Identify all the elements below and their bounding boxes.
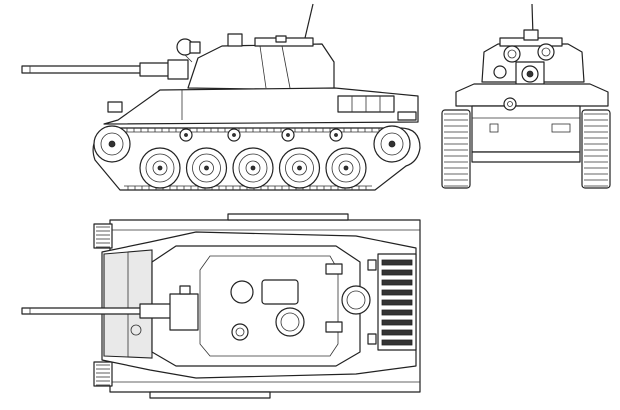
grille-slat xyxy=(381,319,413,326)
side-road-wheels xyxy=(139,147,367,189)
side-view xyxy=(21,3,421,191)
return-roller xyxy=(329,128,343,142)
return-roller xyxy=(281,128,295,142)
top-view xyxy=(21,213,421,399)
grille-slat xyxy=(381,299,413,306)
return-roller xyxy=(179,128,193,142)
side-return-rollers xyxy=(179,128,343,142)
road-wheel xyxy=(325,147,367,189)
grille-slat xyxy=(381,309,413,316)
front-track-right xyxy=(581,109,611,189)
road-wheel xyxy=(185,147,228,189)
top-gun-barrel xyxy=(21,285,199,331)
grille-slat xyxy=(381,329,413,336)
side-hull xyxy=(103,87,419,125)
side-gun-barrel xyxy=(21,59,189,80)
front-hull-upper xyxy=(455,83,609,107)
grille-slat xyxy=(381,259,413,266)
grille-slat xyxy=(381,289,413,296)
road-wheel xyxy=(278,147,321,189)
grille-slat xyxy=(381,279,413,286)
side-turret xyxy=(176,3,335,91)
road-wheel xyxy=(232,147,274,189)
top-commander-cupola xyxy=(275,307,305,337)
front-track-left xyxy=(441,109,471,189)
front-hull-lower xyxy=(471,105,581,153)
grille-slat xyxy=(381,339,413,346)
return-roller xyxy=(227,128,241,142)
grille-slat xyxy=(381,269,413,276)
side-idler-wheel xyxy=(373,125,411,163)
top-turret xyxy=(151,245,361,367)
front-view xyxy=(441,3,611,189)
side-antenna xyxy=(304,3,314,39)
road-wheel xyxy=(139,147,181,189)
side-drive-sprocket xyxy=(93,125,131,163)
top-hatch-left xyxy=(230,280,254,304)
